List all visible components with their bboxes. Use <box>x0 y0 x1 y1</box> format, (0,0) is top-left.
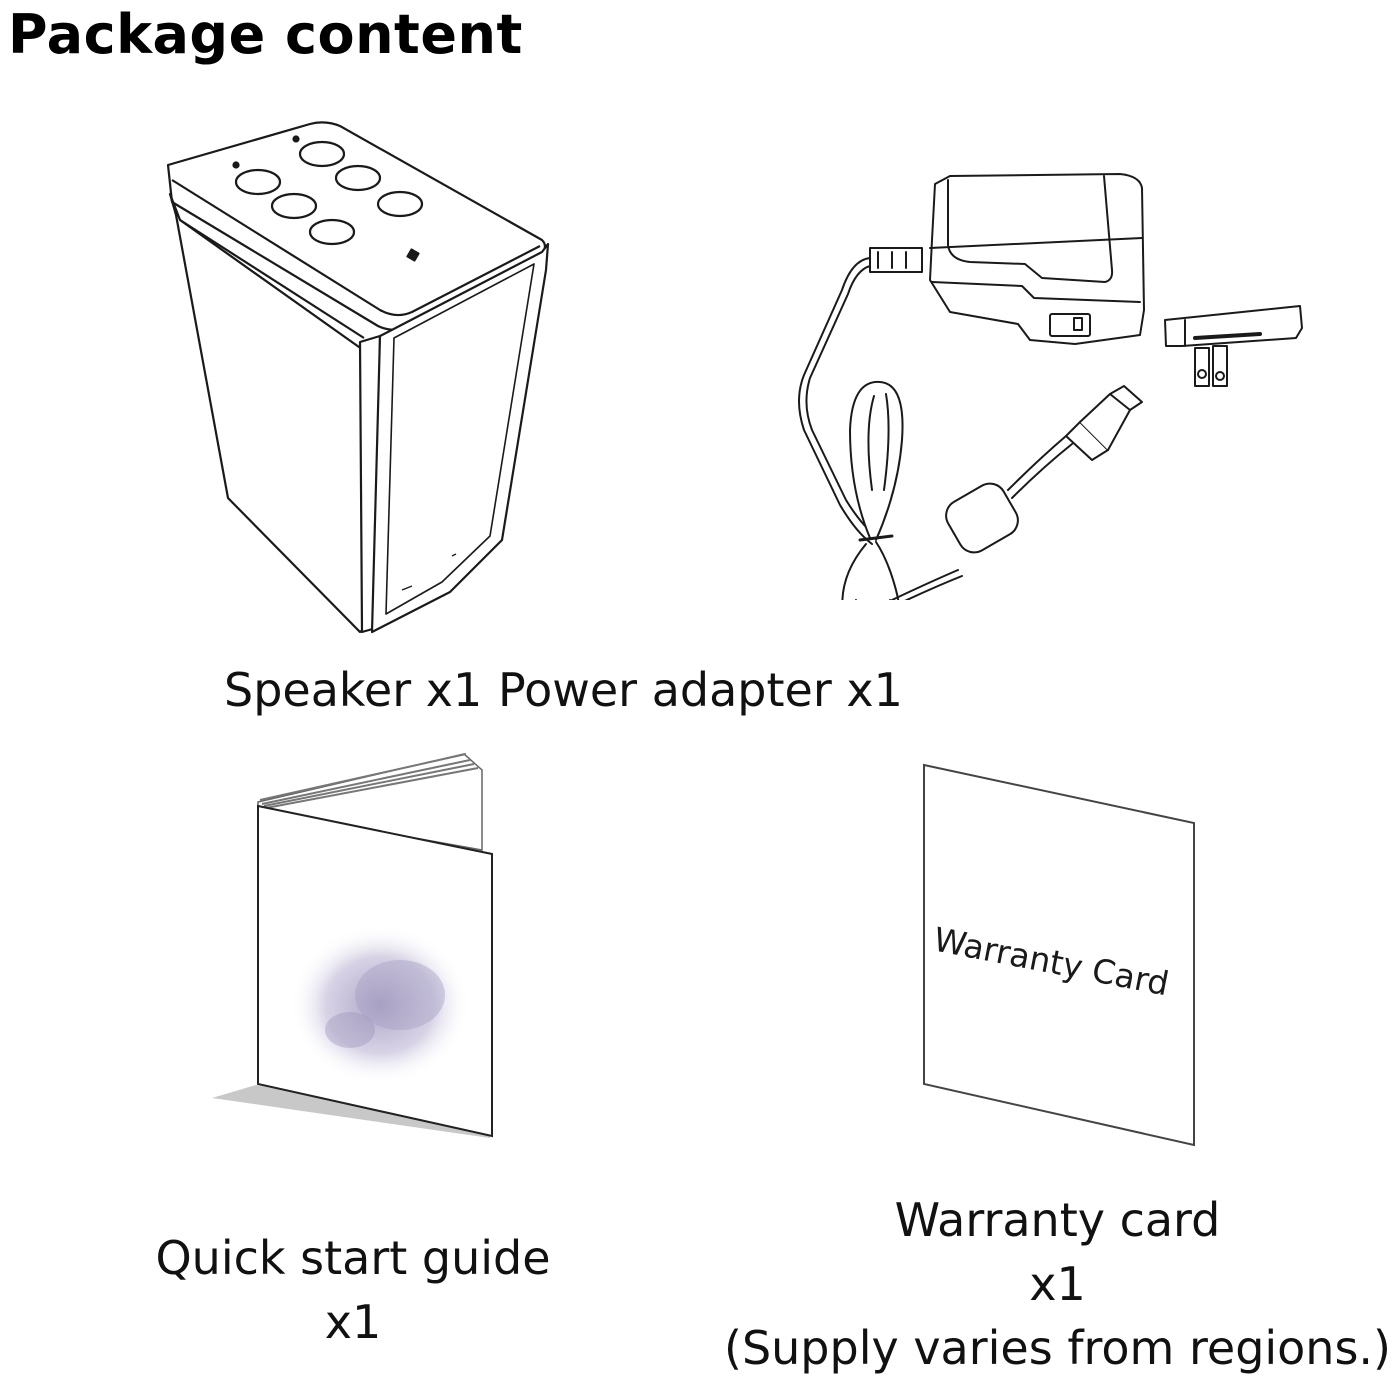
speaker-label: Speaker x1 <box>224 663 483 717</box>
booklet-icon <box>212 753 493 1138</box>
power-adapter-label: Power adapter x1 <box>498 663 903 717</box>
power-adapter-icon <box>798 173 1303 600</box>
warranty-card-illustration: Warranty Card <box>900 750 1220 1170</box>
quick-start-guide-name: Quick start guide <box>155 1231 551 1285</box>
page-title: Package content <box>8 3 523 66</box>
quick-start-guide-quantity: x1 <box>324 1295 382 1349</box>
quick-start-guide-label: Quick start guide x1 <box>150 1226 556 1354</box>
quick-start-guide-illustration <box>200 740 520 1160</box>
power-adapter-illustration <box>780 160 1320 600</box>
speaker-illustration <box>150 120 570 640</box>
warranty-card-quantity: x1 <box>1029 1257 1086 1311</box>
warranty-card-label: Warranty card x1 (Supply varies from reg… <box>716 1188 1399 1380</box>
warranty-card-icon: Warranty Card <box>923 763 1195 1147</box>
warranty-card-note: (Supply varies from regions.) <box>724 1321 1391 1375</box>
warranty-card-name: Warranty card <box>894 1193 1221 1247</box>
speaker-icon <box>166 121 550 634</box>
